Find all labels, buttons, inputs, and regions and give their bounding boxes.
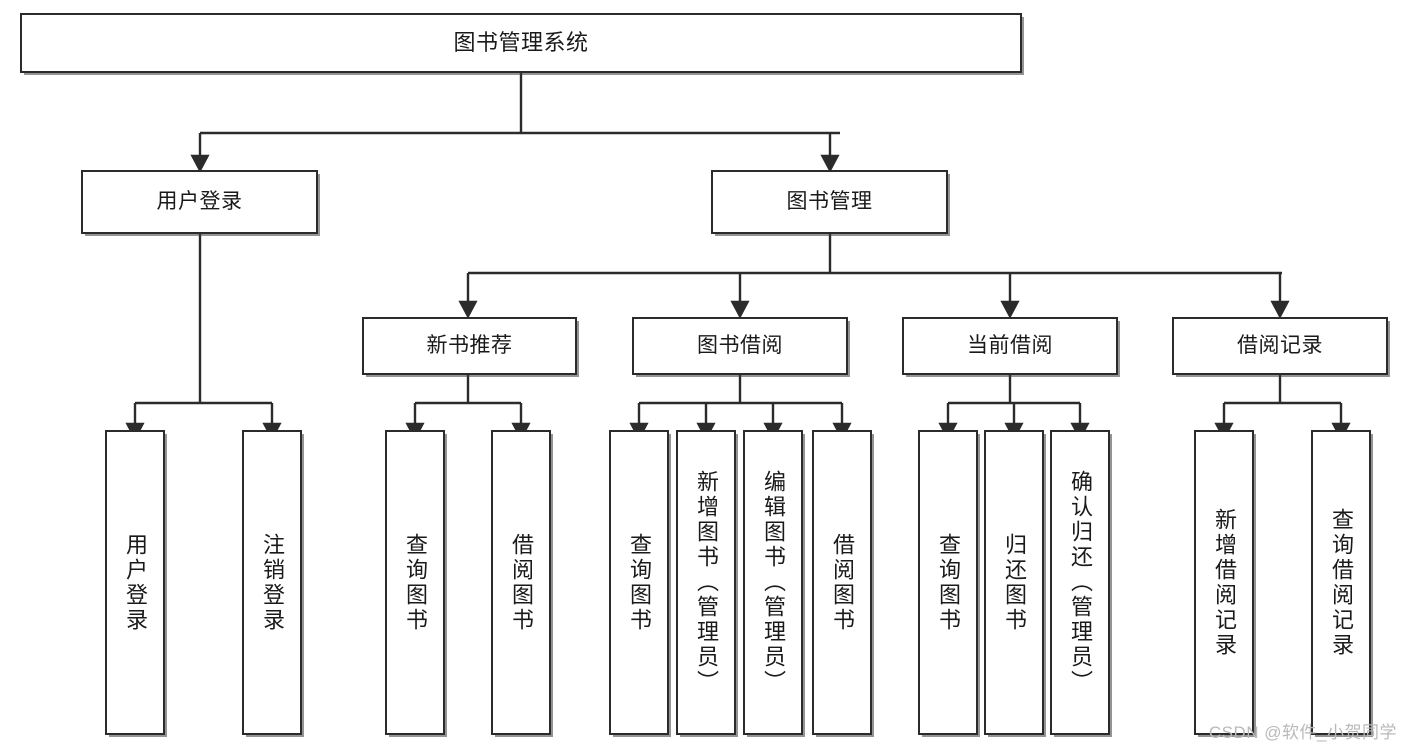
- node-borrow-record[interactable]: 借阅记录: [1172, 317, 1388, 375]
- leaf-query-book-current[interactable]: 查询图书: [918, 430, 978, 735]
- leaf-return-book[interactable]: 归还图书: [984, 430, 1044, 735]
- leaf-borrow-book-recommend[interactable]: 借阅图书: [491, 430, 551, 735]
- node-label: 借阅图书: [830, 532, 855, 633]
- leaf-query-book-borrow[interactable]: 查询图书: [609, 430, 669, 735]
- leaf-user-login[interactable]: 用户登录: [105, 430, 165, 735]
- leaf-add-book[interactable]: 新增图书（管理员）: [676, 430, 736, 735]
- node-current-borrow[interactable]: 当前借阅: [902, 317, 1118, 375]
- node-label: 新增借阅记录: [1212, 507, 1237, 658]
- node-label: 用户登录: [156, 189, 243, 213]
- node-label: 查询图书: [403, 532, 428, 633]
- node-book-management[interactable]: 图书管理: [711, 170, 948, 234]
- node-label: 借阅图书: [509, 532, 534, 633]
- node-label: 确认归还（管理员）: [1068, 470, 1093, 695]
- leaf-query-borrow-record[interactable]: 查询借阅记录: [1311, 430, 1371, 735]
- leaf-edit-book[interactable]: 编辑图书（管理员）: [743, 430, 803, 735]
- node-label: 图书管理: [786, 189, 873, 213]
- node-label: 编辑图书（管理员）: [761, 470, 786, 695]
- node-label: 图书管理系统: [453, 30, 589, 56]
- node-new-book-recommend[interactable]: 新书推荐: [362, 317, 577, 375]
- watermark: CSDN @软件_小贺同学: [1208, 723, 1397, 742]
- node-label: 用户登录: [123, 532, 148, 633]
- node-label: 归还图书: [1002, 532, 1027, 633]
- leaf-add-borrow-record[interactable]: 新增借阅记录: [1194, 430, 1254, 735]
- node-label: 当前借阅: [967, 333, 1053, 357]
- node-book-borrow[interactable]: 图书借阅: [632, 317, 848, 375]
- node-label: 查询借阅记录: [1329, 507, 1354, 658]
- node-label: 查询图书: [936, 532, 961, 633]
- node-label: 查询图书: [627, 532, 652, 633]
- leaf-borrow-book[interactable]: 借阅图书: [812, 430, 872, 735]
- node-label: 新书推荐: [426, 333, 513, 357]
- node-user-login[interactable]: 用户登录: [81, 170, 318, 234]
- leaf-user-logout[interactable]: 注销登录: [242, 430, 302, 735]
- node-label: 图书借阅: [697, 333, 783, 357]
- node-label: 注销登录: [260, 532, 285, 633]
- leaf-query-book-recommend[interactable]: 查询图书: [385, 430, 445, 735]
- node-label: 新增图书（管理员）: [694, 470, 719, 695]
- leaf-confirm-return[interactable]: 确认归还（管理员）: [1050, 430, 1110, 735]
- node-book-management-system[interactable]: 图书管理系统: [20, 13, 1022, 73]
- node-label: 借阅记录: [1237, 333, 1323, 357]
